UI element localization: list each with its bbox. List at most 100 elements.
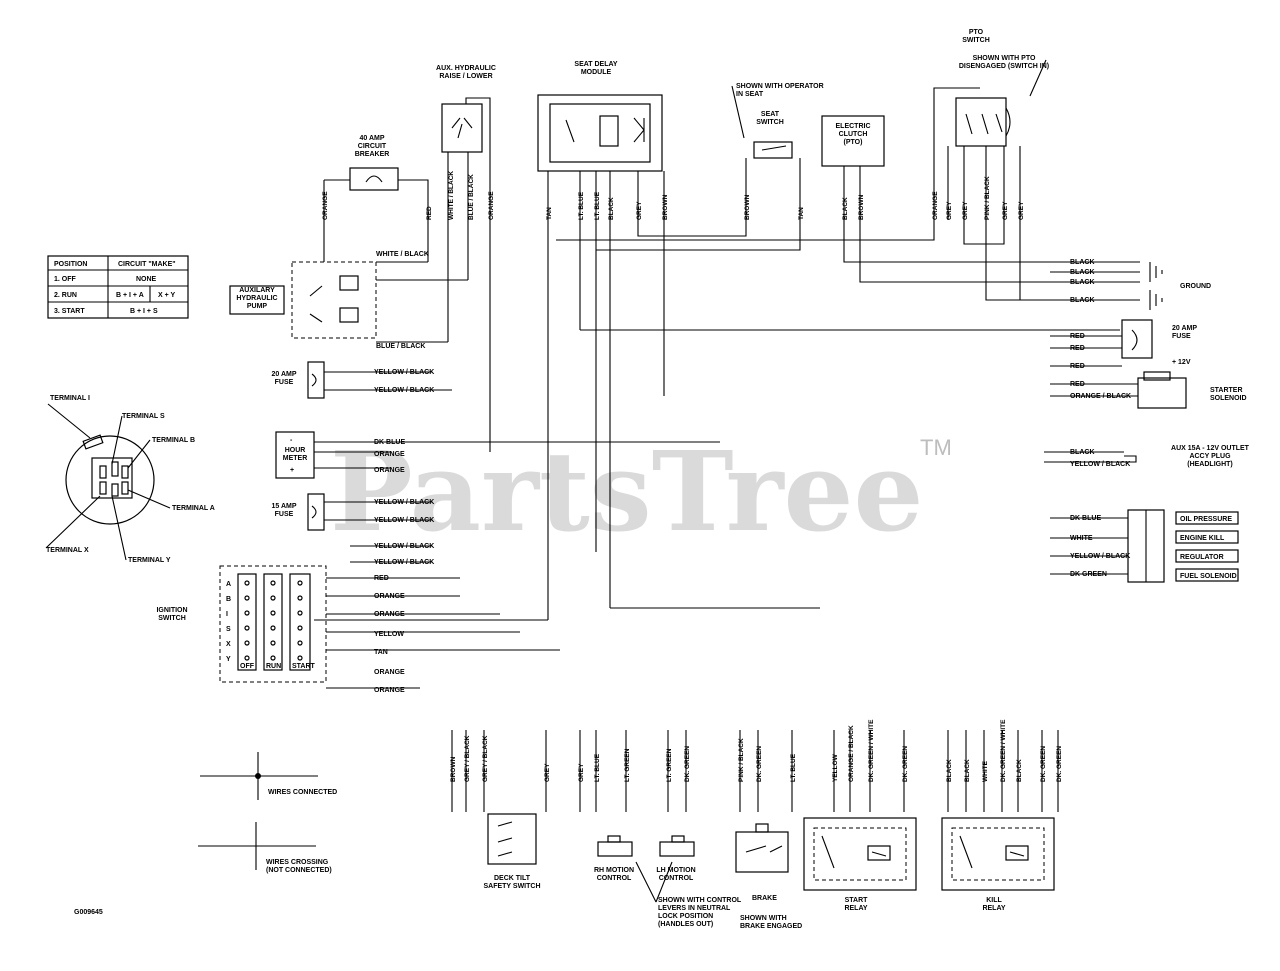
- wire-label-bottom: BLACK: [1016, 759, 1023, 782]
- wire-label-bottom: LT. GREEN: [666, 748, 673, 782]
- wire-label-top: GREY: [962, 201, 969, 220]
- wire-label-top: TAN: [546, 207, 553, 220]
- middle-wire-labels: YELLOW / BLACK YELLOW / BLACK DK BLUE ORANG…: [374, 369, 434, 694]
- ignition-contact: [270, 655, 276, 661]
- wire-label-right: BLACK: [1070, 279, 1095, 286]
- ignition-pos-run: RUN: [266, 663, 281, 670]
- table-cell: 1. OFF: [54, 276, 77, 283]
- wire-label-pump: BLUE / BLACK: [376, 343, 425, 350]
- ignition-contact: [297, 610, 303, 616]
- ignition-contact: [244, 625, 250, 631]
- wire-label-middle: RED: [374, 575, 389, 582]
- plus-12v-label: + 12V: [1172, 359, 1191, 366]
- wire-label-bottom: LT. BLUE: [790, 753, 797, 782]
- ignition-contact: [270, 625, 276, 631]
- legend: WIRES CONNECTED WIRES CROSSING(NOT CONNE…: [198, 752, 337, 874]
- wire-label-top: GREY: [636, 201, 643, 220]
- wire-label-middle: YELLOW / BLACK: [374, 499, 434, 506]
- ignition-contact: [270, 640, 276, 646]
- wire-label-pump: WHITE / BLACK: [376, 251, 429, 258]
- ignition-pos-off: OFF: [240, 663, 255, 670]
- terminal-b-label: TERMINAL B: [152, 437, 195, 444]
- table-header-circuit: CIRCUIT "MAKE": [118, 261, 176, 268]
- wire-label-middle: ORANGE: [374, 669, 405, 676]
- table-cell: X + Y: [158, 292, 176, 299]
- wire-label-bottom: DK. GREEN / WHITE: [868, 719, 875, 782]
- fuel-solenoid-label: FUEL SOLENOID: [1180, 573, 1237, 580]
- watermark-text: PartsTree: [330, 427, 924, 556]
- wire-label-top: ORANGE: [322, 191, 329, 220]
- ignition-contact: [244, 655, 250, 661]
- wire-label-top: LT. BLUE: [578, 191, 585, 220]
- wire-label-middle: YELLOW / BLACK: [374, 559, 434, 566]
- wire-label-bottom: WHITE: [982, 760, 989, 782]
- wire-label-middle: YELLOW / BLACK: [374, 369, 434, 376]
- wire-label-top: BROWN: [744, 194, 751, 220]
- wire-label-middle: ORANGE: [374, 687, 405, 694]
- terminal-i-label: TERMINAL I: [50, 395, 90, 402]
- wiring: [314, 87, 1140, 689]
- svg-text:+: +: [290, 467, 294, 474]
- wire-label-top: PINK / BLACK: [984, 176, 991, 220]
- wire-label-middle: ORANGE: [374, 593, 405, 600]
- terminal-s-label: TERMINAL S: [122, 413, 165, 420]
- wire-label-bottom: LT. BLUE: [594, 753, 601, 782]
- wire-label-bottom: GREY / BLACK: [464, 735, 471, 782]
- wires-connected-label: WIRES CONNECTED: [268, 789, 337, 796]
- ignition-terminal-letter: I: [226, 611, 228, 618]
- ignition-terminal-letter: Y: [226, 656, 231, 663]
- wire-label-top: ORANGE: [932, 191, 939, 220]
- wire-label-middle: ORANGE: [374, 467, 405, 474]
- ignition-terminal-letter: S: [226, 626, 231, 633]
- wire-label-right: DK GREEN: [1070, 571, 1107, 578]
- ignition-contact: [297, 640, 303, 646]
- wire-label-right: RED: [1070, 363, 1085, 370]
- wire-label-bottom: GREY: [578, 763, 585, 782]
- wire-label-right: YELLOW / BLACK: [1070, 553, 1130, 560]
- wire-label-middle: TAN: [374, 649, 388, 656]
- ground-symbol: GROUND: [1149, 262, 1211, 310]
- engine-connector: OIL PRESSURE ENGINE KILL REGULATOR FUEL …: [1127, 509, 1239, 583]
- ignition-pos-start: START: [292, 663, 316, 670]
- wire-label-top: BLACK: [608, 197, 615, 220]
- wire-label-bottom: DK. GREEN: [902, 746, 909, 782]
- wire-label-right: RED: [1070, 345, 1085, 352]
- ignition-contact: [270, 610, 276, 616]
- ignition-contact: [270, 580, 276, 586]
- wire-label-bottom: YELLOW: [832, 753, 839, 782]
- ignition-terminal-letter: B: [226, 596, 231, 603]
- ignition-contact: [270, 595, 276, 601]
- pump-wire-labels: WHITE / BLACK BLUE / BLACK: [376, 251, 429, 350]
- wire-label-middle: DK BLUE: [374, 439, 405, 446]
- wire-label-top: BROWN: [662, 194, 669, 220]
- ignition-key-terminals: TERMINAL I TERMINAL S TERMINAL B TERMINA…: [45, 395, 215, 564]
- wire-label-right: DK BLUE: [1070, 515, 1101, 522]
- brake-label: BRAKE: [752, 895, 777, 902]
- oil-pressure-label: OIL PRESSURE: [1180, 516, 1232, 523]
- ignition-contact: [244, 580, 250, 586]
- ignition-contact: [297, 580, 303, 586]
- wire-label-top: GREY: [1018, 201, 1025, 220]
- wire-label-bottom: DK. GREEN: [684, 746, 691, 782]
- wire-label-right: RED: [1070, 333, 1085, 340]
